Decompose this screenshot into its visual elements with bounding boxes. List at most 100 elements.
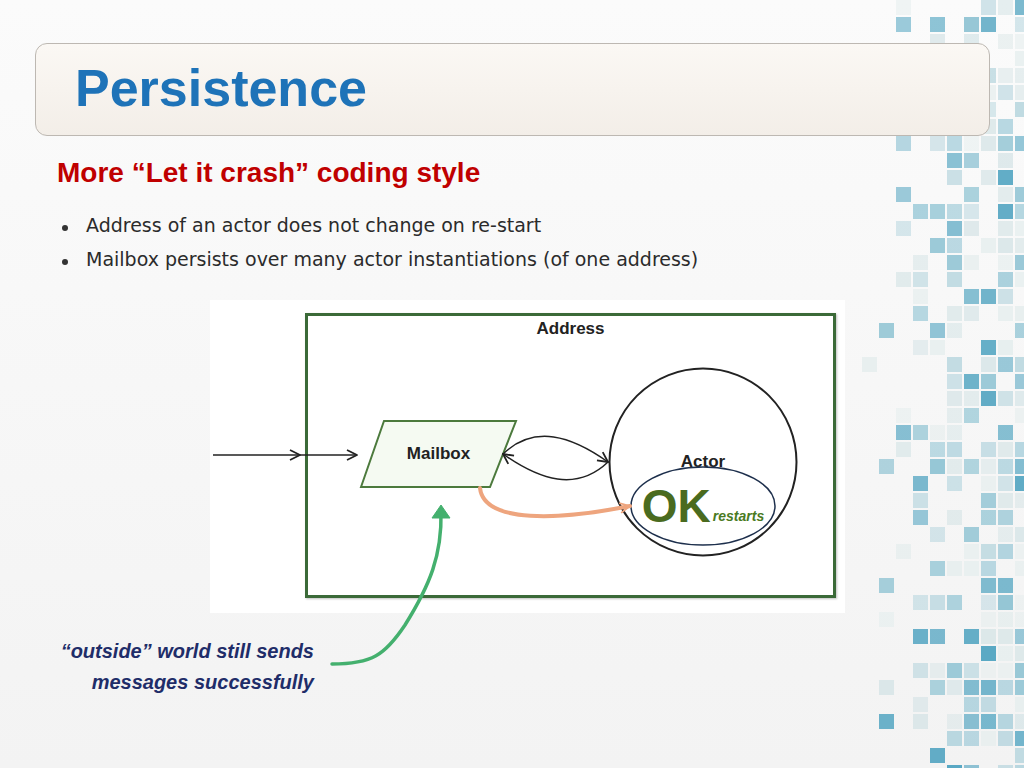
text-holder: Mailbox	[360, 420, 517, 488]
deco-square	[896, 442, 911, 457]
deco-square	[998, 272, 1013, 287]
deco-square	[1015, 85, 1024, 100]
deco-square	[1015, 697, 1024, 712]
deco-square	[964, 731, 979, 746]
deco-square	[1015, 34, 1024, 49]
deco-square	[913, 289, 928, 304]
deco-square	[998, 34, 1013, 49]
deco-square	[1015, 476, 1024, 491]
deco-square	[947, 765, 962, 768]
deco-square	[947, 731, 962, 746]
deco-square	[998, 255, 1013, 270]
deco-square	[998, 680, 1013, 695]
deco-square	[1015, 629, 1024, 644]
deco-square	[964, 255, 979, 270]
deco-square	[862, 357, 877, 372]
deco-square	[998, 306, 1013, 321]
deco-square	[964, 374, 979, 389]
deco-square	[981, 544, 996, 559]
image-panel	[210, 300, 845, 613]
incoming-wire	[300, 454, 357, 456]
deco-square	[913, 204, 928, 219]
deco-square	[981, 578, 996, 593]
deco-square	[981, 493, 996, 508]
deco-square	[964, 306, 979, 321]
deco-square	[1015, 238, 1024, 253]
deco-square	[964, 765, 979, 768]
deco-square	[930, 561, 945, 576]
deco-square	[930, 663, 945, 678]
deco-square	[998, 612, 1013, 627]
deco-square	[1015, 17, 1024, 32]
deco-square	[998, 187, 1013, 202]
deco-square	[947, 680, 962, 695]
deco-square	[981, 391, 996, 406]
deco-square	[998, 204, 1013, 219]
deco-square	[947, 561, 962, 576]
deco-square	[1015, 306, 1024, 321]
deco-square	[879, 680, 894, 695]
deco-square	[998, 153, 1013, 168]
deco-square	[930, 459, 945, 474]
flow-connector	[503, 436, 608, 462]
deco-square	[1015, 204, 1024, 219]
deco-square	[1015, 255, 1024, 270]
deco-square	[947, 306, 962, 321]
deco-square	[1015, 680, 1024, 695]
deco-square	[1015, 748, 1024, 763]
deco-square	[947, 357, 962, 372]
deco-square	[998, 765, 1013, 768]
deco-square	[930, 136, 945, 151]
deco-square	[896, 272, 911, 287]
deco-square	[947, 238, 962, 253]
deco-square	[930, 595, 945, 610]
deco-square	[1015, 102, 1024, 117]
deco-square	[981, 612, 996, 627]
deco-square	[1015, 544, 1024, 559]
deco-square	[981, 340, 996, 355]
leader-arrow-head	[432, 505, 450, 518]
deco-square	[896, 408, 911, 423]
mailbox-parallelogram: Mailbox	[360, 420, 517, 488]
deco-square	[981, 357, 996, 372]
deco-square	[930, 323, 945, 338]
deco-square	[1015, 663, 1024, 678]
deco-square	[981, 680, 996, 695]
deco-square	[879, 459, 894, 474]
parallelogram-shape	[361, 421, 516, 487]
deco-square	[1015, 323, 1024, 338]
deco-square	[930, 238, 945, 253]
deco-square	[913, 306, 928, 321]
deco-square	[947, 442, 962, 457]
deco-square	[998, 68, 1013, 83]
deco-square	[981, 646, 996, 661]
deco-square	[913, 272, 928, 287]
deco-square	[1015, 391, 1024, 406]
deco-square	[964, 544, 979, 559]
deco-square	[998, 714, 1013, 729]
deco-square	[1015, 714, 1024, 729]
deco-square	[1015, 765, 1024, 768]
deco-square	[998, 170, 1013, 185]
deco-square	[913, 595, 928, 610]
deco-square	[1015, 0, 1024, 15]
deco-square	[1015, 561, 1024, 576]
flow-connector	[480, 488, 630, 516]
deco-square	[998, 493, 1013, 508]
deco-square	[1015, 595, 1024, 610]
bullet-dot	[62, 225, 68, 231]
deco-square	[947, 221, 962, 236]
deco-square	[947, 153, 962, 168]
deco-square	[981, 136, 996, 151]
deco-square	[896, 544, 911, 559]
deco-square	[998, 476, 1013, 491]
slide-title: Persistence	[75, 58, 367, 118]
deco-square	[913, 340, 928, 355]
deco-square	[1015, 187, 1024, 202]
deco-square	[964, 680, 979, 695]
deco-square	[981, 17, 996, 32]
deco-square	[981, 595, 996, 610]
deco-square	[947, 663, 962, 678]
deco-square	[896, 136, 911, 151]
